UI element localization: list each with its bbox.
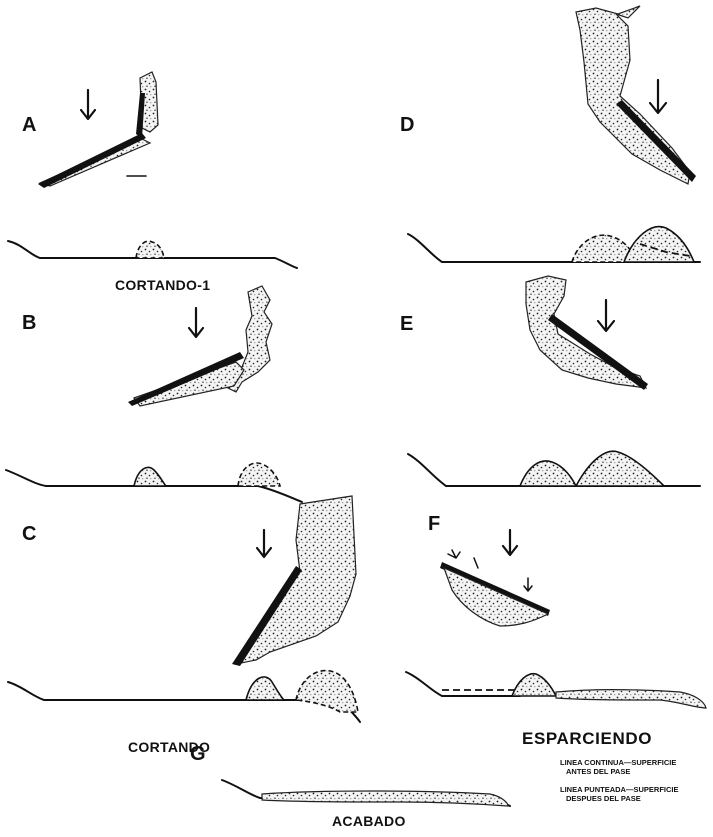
legend-solid-line-2: ANTES DEL PASE bbox=[566, 767, 630, 776]
grader-blade-icon bbox=[526, 276, 648, 390]
panel-letter-g: G bbox=[190, 743, 206, 765]
legend-dotted-line-2: DESPUES DEL PASE bbox=[566, 794, 641, 803]
panel-letter-f: F bbox=[428, 513, 440, 535]
panel-d: D bbox=[400, 6, 696, 184]
legend: LINEA CONTINUA—SUPERFICIE ANTES DEL PASE… bbox=[560, 758, 678, 803]
section-g-profile: ACABADO bbox=[222, 780, 510, 829]
grader-blade-icon bbox=[38, 72, 158, 188]
panel-letter-e: E bbox=[400, 313, 413, 335]
down-arrow-icon bbox=[189, 308, 203, 337]
section-a-profile: CORTANDO-1 bbox=[8, 241, 297, 293]
panel-f: F bbox=[428, 513, 550, 626]
caption-finished: ACABADO bbox=[332, 813, 406, 829]
grader-blade-icon bbox=[128, 286, 272, 406]
section-f-profile: ESPARCIENDO bbox=[406, 672, 706, 748]
down-arrow-icon bbox=[503, 530, 517, 555]
down-arrow-icon bbox=[598, 300, 614, 331]
down-arrow-icon bbox=[650, 80, 666, 113]
panel-g: G bbox=[190, 743, 206, 765]
panel-letter-a: A bbox=[22, 114, 36, 136]
section-c-profile: CORTANDO bbox=[8, 671, 360, 755]
legend-solid-line-1: LINEA CONTINUA—SUPERFICIE bbox=[560, 758, 676, 767]
panel-c: C bbox=[22, 496, 356, 666]
down-arrow-icon bbox=[257, 530, 271, 557]
panel-b: B bbox=[22, 286, 272, 406]
grader-blade-icon bbox=[576, 6, 696, 184]
section-e-profile bbox=[408, 451, 700, 486]
caption-cutting-1: CORTANDO-1 bbox=[115, 277, 210, 293]
caption-spreading: ESPARCIENDO bbox=[522, 729, 652, 748]
section-d-profile bbox=[408, 227, 700, 262]
grader-blade-icon bbox=[440, 550, 550, 626]
panel-letter-c: C bbox=[22, 523, 36, 545]
down-arrow-icon bbox=[81, 90, 95, 119]
panel-a: A bbox=[22, 72, 158, 188]
panel-letter-d: D bbox=[400, 114, 414, 136]
legend-dotted-line-1: LINEA PUNTEADA—SUPERFICIE bbox=[560, 785, 678, 794]
panel-e: E bbox=[400, 276, 648, 390]
section-b-profile bbox=[6, 463, 302, 502]
grader-blade-icon bbox=[232, 496, 356, 666]
panel-letter-b: B bbox=[22, 312, 36, 334]
